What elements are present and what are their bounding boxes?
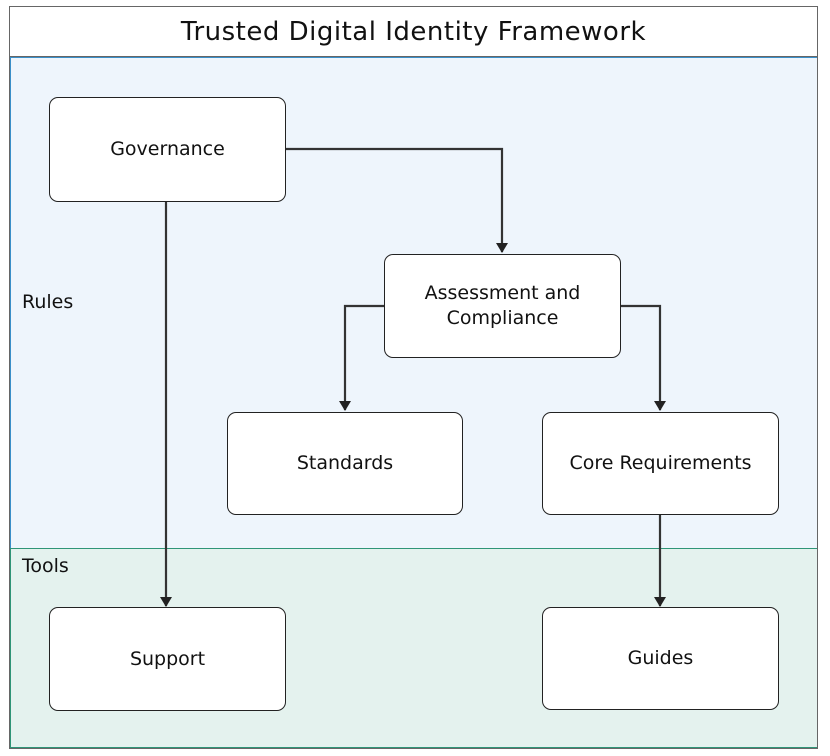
node-standards[interactable]: Standards: [227, 412, 463, 515]
diagram-title: Trusted Digital Identity Framework: [9, 6, 818, 57]
node-core-requirements[interactable]: Core Requirements: [542, 412, 779, 515]
node-assessment-and-compliance[interactable]: Assessment and Compliance: [384, 254, 621, 358]
rules-lane-label: Rules: [22, 291, 74, 313]
node-guides[interactable]: Guides: [542, 607, 779, 710]
node-support[interactable]: Support: [49, 607, 286, 711]
node-governance[interactable]: Governance: [49, 97, 286, 202]
tools-lane-label: Tools: [22, 555, 69, 577]
